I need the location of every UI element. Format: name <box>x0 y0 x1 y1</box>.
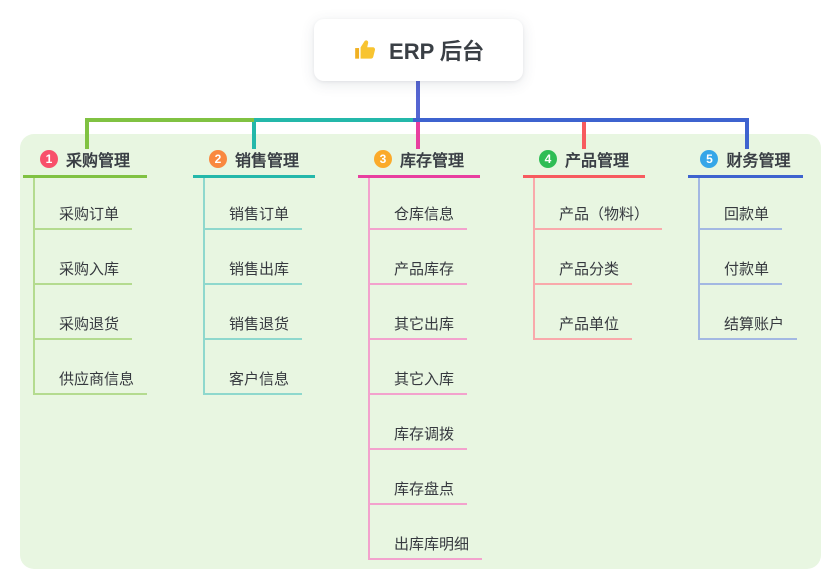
branch-title-label: 产品管理 <box>564 153 629 170</box>
node-item[interactable]: 采购退货 <box>35 285 133 340</box>
branch-product: 4 产品管理 产品（物料） 产品分类 产品单位 <box>523 148 663 340</box>
branch-product-children: 产品（物料） 产品分类 产品单位 <box>533 178 663 340</box>
node-item[interactable]: 付款单 <box>700 230 783 285</box>
branch-purchase: 1 采购管理 采购订单 采购入库 采购退货 供应商信息 <box>23 148 148 395</box>
branch-sales-children: 销售订单 销售出库 销售退货 客户信息 <box>203 178 303 395</box>
branch-index-badge: 5 <box>700 150 719 168</box>
node-item[interactable]: 供应商信息 <box>35 340 148 395</box>
connector-bus-purchase <box>85 118 254 122</box>
connector-drop-inventory <box>416 122 420 149</box>
node-item[interactable]: 结算账户 <box>700 285 798 340</box>
branches-background-panel <box>20 134 821 569</box>
branch-sales: 2 销售管理 销售订单 销售出库 销售退货 客户信息 <box>193 148 315 395</box>
branch-product-title[interactable]: 4 产品管理 <box>523 148 645 178</box>
node-item[interactable]: 采购订单 <box>35 178 133 230</box>
branch-title-label: 财务管理 <box>726 153 791 170</box>
branch-inventory-children: 仓库信息 产品库存 其它出库 其它入库 库存调拨 库存盘点 出库库明细 <box>368 178 483 560</box>
node-item[interactable]: 其它出库 <box>370 285 468 340</box>
connector-bus-sales <box>254 118 413 122</box>
branch-title-label: 库存管理 <box>399 153 464 170</box>
node-item[interactable]: 产品（物料） <box>535 178 663 230</box>
branch-sales-title[interactable]: 2 销售管理 <box>193 148 315 178</box>
connector-drop-product <box>582 122 586 149</box>
node-item[interactable]: 其它入库 <box>370 340 468 395</box>
connector-drop-sales <box>252 122 256 149</box>
branch-index-badge: 2 <box>208 150 227 168</box>
branch-index-badge: 1 <box>39 150 58 168</box>
node-item[interactable]: 产品库存 <box>370 230 468 285</box>
branch-inventory: 3 库存管理 仓库信息 产品库存 其它出库 其它入库 库存调拨 库存盘点 出库库… <box>358 148 483 560</box>
node-item[interactable]: 采购入库 <box>35 230 133 285</box>
branch-finance-children: 回款单 付款单 结算账户 <box>698 178 798 340</box>
branch-title-label: 销售管理 <box>234 153 299 170</box>
root-title: ERP 后台 <box>389 39 484 64</box>
branch-index-badge: 3 <box>373 150 392 168</box>
root-node[interactable]: ERP 后台 <box>314 19 523 81</box>
connector-bus-finance <box>413 118 749 122</box>
node-item[interactable]: 销售退货 <box>205 285 303 340</box>
node-item[interactable]: 库存调拨 <box>370 395 468 450</box>
node-item[interactable]: 产品单位 <box>535 285 633 340</box>
node-item[interactable]: 库存盘点 <box>370 450 468 505</box>
branch-title-label: 采购管理 <box>65 153 130 170</box>
branch-finance: 5 财务管理 回款单 付款单 结算账户 <box>688 148 803 340</box>
branch-finance-title[interactable]: 5 财务管理 <box>688 148 803 178</box>
connector-drop-purchase <box>85 118 89 149</box>
branch-purchase-title[interactable]: 1 采购管理 <box>23 148 147 178</box>
branch-purchase-children: 采购订单 采购入库 采购退货 供应商信息 <box>33 178 148 395</box>
node-item[interactable]: 产品分类 <box>535 230 633 285</box>
node-item[interactable]: 销售出库 <box>205 230 303 285</box>
thumbs-up-icon <box>353 37 379 63</box>
branch-index-badge: 4 <box>538 150 557 168</box>
node-item[interactable]: 回款单 <box>700 178 783 230</box>
connector-drop-finance <box>745 118 749 149</box>
node-item[interactable]: 出库库明细 <box>370 505 483 560</box>
branch-inventory-title[interactable]: 3 库存管理 <box>358 148 480 178</box>
connector-root-drop <box>416 80 420 118</box>
node-item[interactable]: 客户信息 <box>205 340 303 395</box>
node-item[interactable]: 销售订单 <box>205 178 303 230</box>
node-item[interactable]: 仓库信息 <box>370 178 468 230</box>
